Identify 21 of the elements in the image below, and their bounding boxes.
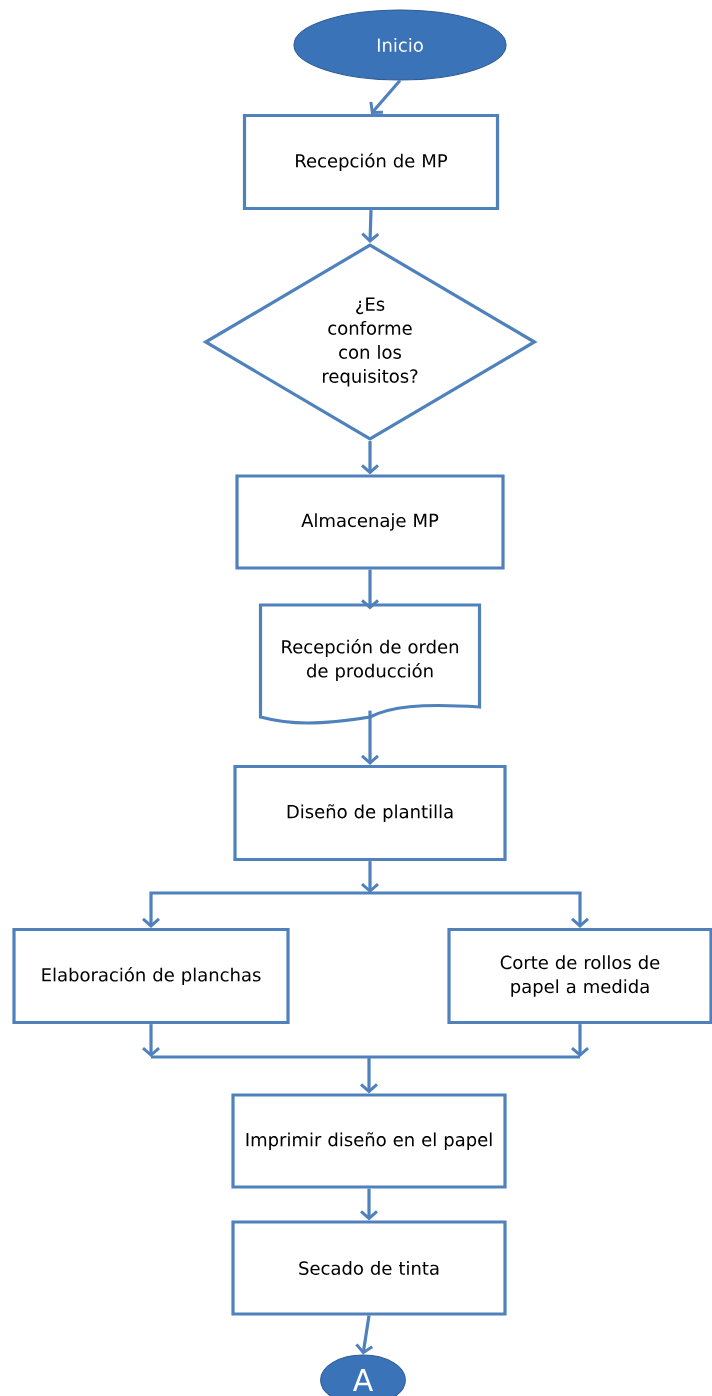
process-box: Imprimir diseño en el papel [231, 1093, 507, 1189]
process-box: Elaboración de planchas [12, 927, 290, 1025]
arrow [369, 79, 402, 114]
arrow [361, 210, 380, 243]
arrow [361, 710, 379, 765]
arrow [369, 1024, 589, 1059]
arrow [355, 1315, 374, 1355]
process-box: Almacenaje MP [235, 474, 505, 570]
process-box: Secado de tinta [231, 1220, 507, 1316]
arrow [361, 569, 379, 610]
arrow [360, 1188, 378, 1221]
terminal-oval: Inicio [293, 9, 507, 81]
arrow [360, 1057, 378, 1094]
arrow [142, 1024, 369, 1059]
process-box: Recepción de MP [242, 113, 500, 211]
terminal-oval: A [320, 1354, 406, 1396]
arrow [142, 861, 589, 928]
document-box: Recepción de orden de producción [258, 603, 482, 725]
process-box: Diseño de plantilla [233, 764, 507, 862]
arrow [361, 441, 379, 475]
process-box: Corte de rollos de papel a medida [447, 927, 712, 1025]
